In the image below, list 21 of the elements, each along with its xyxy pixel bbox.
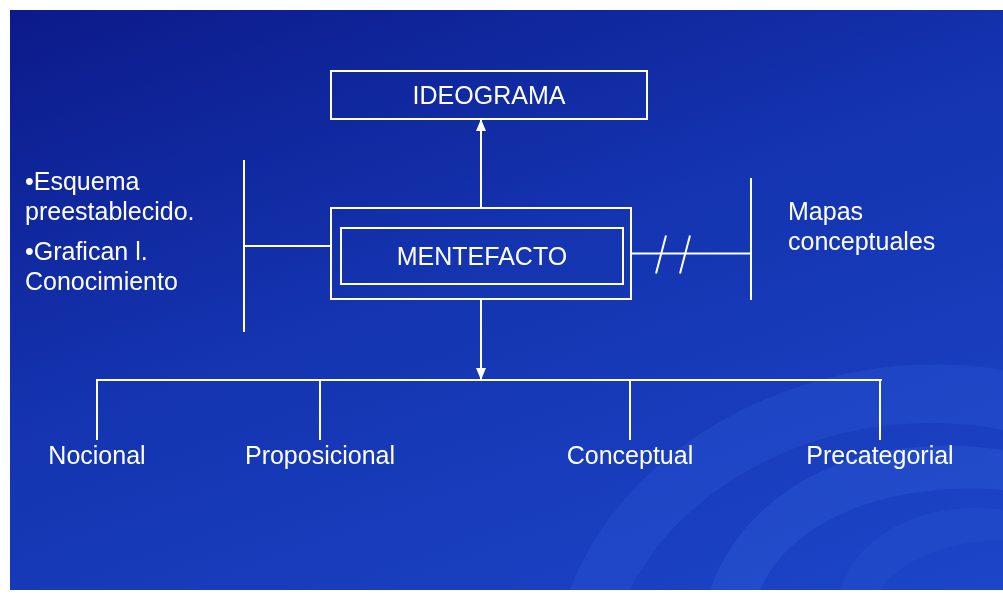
connector-line [96,380,98,441]
connector-line [631,252,751,255]
concept-box [330,70,648,120]
category-label: Conceptual [565,440,695,470]
category-label: Nocional [47,440,147,470]
category-label: Precategorial [805,440,955,470]
bracketed-note [25,160,245,332]
connector-line [879,380,881,441]
arrow [476,299,486,380]
connector-line [629,380,631,441]
bullet-text: •Grafican l. Conocimiento [25,236,179,296]
note-text: Mapas conceptuales [788,196,937,256]
double-frame-box [330,207,632,300]
category-label: Proposicional [243,440,397,470]
box-label: IDEOGRAMA [412,80,566,110]
box-label: MENTEFACTO [396,241,568,271]
concept-box [340,227,624,285]
arrow [476,119,486,208]
connector-line [319,380,321,441]
bullet-text: •Esquema preestablecido. [25,166,196,226]
connector-line [244,245,331,247]
